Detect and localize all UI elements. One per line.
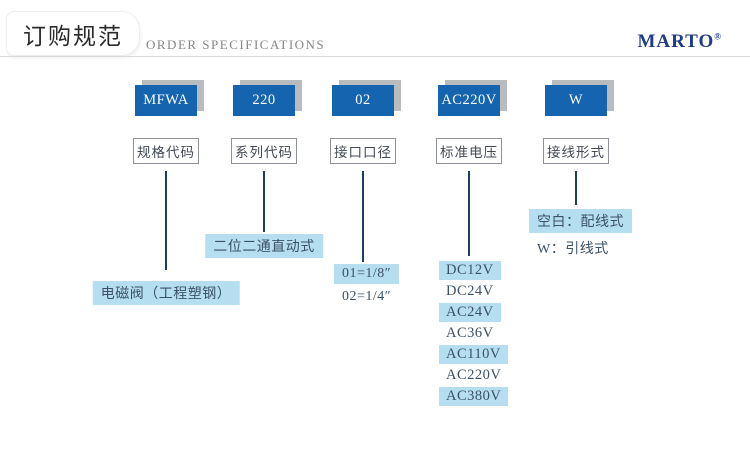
- field-label: 接口口径: [330, 138, 396, 164]
- connector-line: [362, 171, 364, 262]
- page-subtitle: ORDER SPECIFICATIONS: [146, 37, 326, 52]
- page-title: 订购规范: [23, 23, 123, 49]
- description-list: 01=1/8″ 02=1/4″: [334, 264, 400, 310]
- brand-logo: MARTO®: [637, 31, 722, 53]
- description-item: DC12V: [439, 261, 501, 280]
- description-item: 01=1/8″: [334, 264, 400, 284]
- order-code-column-wiring: W 接线形式 空白：配线式 W：引线式: [516, 80, 636, 440]
- code-box: 02: [332, 85, 394, 116]
- description-list: 二位二通直动式: [205, 234, 323, 261]
- order-code-column-spec: MFWA 规格代码 电磁阀（工程塑钢）: [92, 80, 240, 440]
- description-item: 二位二通直动式: [205, 234, 323, 258]
- field-label: 系列代码: [231, 138, 297, 164]
- description-item: W：引线式: [537, 242, 609, 257]
- order-code-column-voltage: AC220V 标准电压 DC12V DC24V AC24V AC36V AC110V AC…: [409, 80, 529, 440]
- code-box: 220: [233, 85, 295, 116]
- code-box: AC220V: [438, 85, 500, 116]
- code-box: MFWA: [135, 85, 197, 116]
- field-label: 标准电压: [436, 138, 502, 164]
- field-label: 接线形式: [543, 138, 609, 164]
- code-box: W: [545, 85, 607, 116]
- header-divider: [0, 56, 750, 57]
- description-list: 空白：配线式 W：引线式: [529, 209, 632, 263]
- page-title-card: 订购规范: [6, 11, 140, 56]
- description-item: 空白：配线式: [529, 209, 632, 233]
- brand-name: MARTO: [637, 31, 715, 52]
- registered-mark: ®: [714, 31, 722, 42]
- connector-line: [165, 171, 167, 270]
- description-item: AC36V: [446, 325, 494, 341]
- order-code-column-port-size: 02 接口口径 01=1/8″ 02=1/4″: [303, 80, 423, 440]
- description-item: AC380V: [439, 387, 509, 406]
- description-item: AC24V: [439, 303, 501, 322]
- description-item: AC220V: [446, 367, 502, 383]
- description-item: AC110V: [439, 345, 508, 364]
- connector-line: [575, 171, 577, 205]
- field-label: 规格代码: [133, 138, 199, 164]
- description-item: 02=1/4″: [342, 289, 392, 304]
- description-item: DC24V: [446, 283, 494, 299]
- order-code-column-series: 220 系列代码 二位二通直动式: [204, 80, 324, 440]
- description-item: 电磁阀（工程塑钢）: [92, 281, 240, 305]
- description-list: 电磁阀（工程塑钢）: [92, 281, 240, 308]
- connector-line: [263, 171, 265, 232]
- description-list: DC12V DC24V AC24V AC36V AC110V AC220V AC380V: [439, 261, 509, 408]
- connector-line: [468, 171, 470, 256]
